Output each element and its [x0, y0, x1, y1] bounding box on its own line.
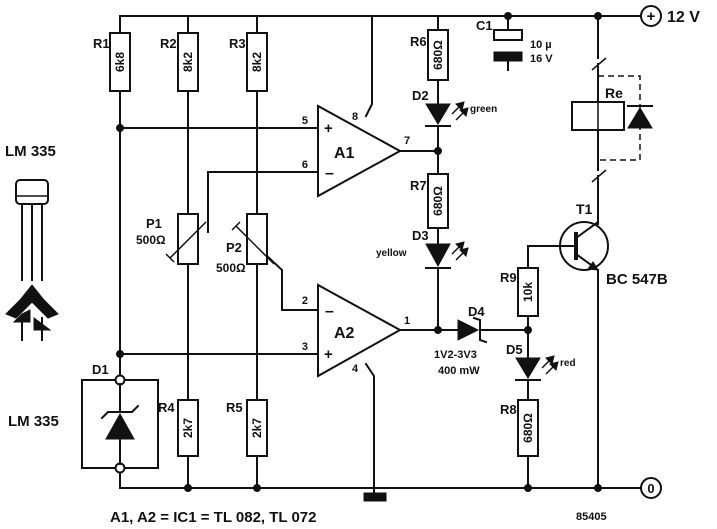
d1-sensor[interactable]: D1: [81, 362, 159, 474]
r6-value: 680Ω: [431, 40, 445, 70]
r3-resistor[interactable]: R3 8k2: [229, 32, 268, 92]
r1-ref: R1: [93, 36, 110, 51]
d4-ref: D4: [468, 304, 485, 319]
r9-ref: R9: [500, 270, 517, 285]
a2-minus: –: [325, 303, 334, 320]
d2-led[interactable]: D2 green: [412, 88, 497, 127]
r9-resistor[interactable]: R9 10k: [500, 267, 539, 317]
p1-potentiometer[interactable]: P1 500Ω: [136, 213, 207, 265]
c1-capacitor[interactable]: C1 10 µ 16 V: [476, 15, 553, 71]
p2-potentiometer[interactable]: P2 500Ω: [216, 213, 275, 275]
a2-pin-minus: 2: [302, 295, 308, 307]
relay-re[interactable]: Re: [571, 57, 625, 183]
a2-ref: A2: [334, 325, 355, 342]
t1-part: BC 547B: [606, 271, 668, 288]
r1-resistor[interactable]: R1 6k8: [93, 32, 131, 92]
r4-ref: R4: [158, 400, 175, 415]
r3-ref: R3: [229, 36, 246, 51]
supply-label: 12 V: [667, 9, 700, 26]
a1-pin-out: 7: [404, 135, 410, 147]
a2-pin-plus: 3: [302, 341, 308, 353]
r2-value: 8k2: [181, 52, 195, 72]
a2-pin-gnd: 4: [352, 363, 359, 375]
d2-color: green: [470, 104, 497, 115]
t1-transistor[interactable]: T1 BC 547B: [559, 201, 668, 288]
p2-value: 500Ω: [216, 261, 246, 275]
d3-led[interactable]: D3 yellow: [376, 228, 469, 269]
r8-value: 680Ω: [521, 413, 535, 443]
t1-ref: T1: [576, 201, 593, 217]
a1-minus: –: [325, 165, 334, 182]
d5-ref: D5: [506, 342, 523, 357]
relay-ref: Re: [605, 85, 623, 101]
d1-part-label: LM 335: [8, 413, 59, 430]
c1-value1: 10 µ: [530, 39, 552, 51]
footnote: A1, A2 = IC1 = TL 082, TL 072: [110, 509, 317, 526]
r5-resistor[interactable]: R5 2k7: [226, 399, 268, 457]
r4-resistor[interactable]: R4 2k7: [158, 399, 199, 457]
a1-pin-vcc: 8: [352, 111, 358, 123]
a1-pin-plus: 5: [302, 115, 308, 127]
ground-rail: [119, 467, 644, 489]
a1-plus: +: [324, 120, 333, 137]
r1-value: 6k8: [113, 52, 127, 72]
d4-value1: 1V2-3V3: [434, 349, 477, 361]
lm335-package-icon: LM 335: [5, 143, 59, 341]
p1-ref: P1: [146, 216, 162, 231]
d4-zener[interactable]: D4 1V2-3V3 400 mW: [434, 304, 488, 377]
r2-ref: R2: [160, 36, 177, 51]
opamp-a2[interactable]: – + A2 2 3 1 4: [302, 283, 410, 378]
r6-ref: R6: [410, 34, 427, 49]
figure-number: 85405: [576, 511, 607, 523]
d3-ref: D3: [412, 228, 429, 243]
d5-color: red: [560, 358, 576, 369]
d5-led[interactable]: D5 red: [506, 342, 576, 381]
ground-terminal[interactable]: 0: [640, 477, 662, 499]
flyback-diode[interactable]: [598, 75, 653, 161]
package-label: LM 335: [5, 143, 56, 160]
r7-ref: R7: [410, 178, 427, 193]
r8-ref: R8: [500, 402, 517, 417]
r7-value: 680Ω: [431, 186, 445, 216]
supply-terminal[interactable]: + 12 V: [640, 5, 700, 27]
r6-resistor[interactable]: R6 680Ω: [410, 29, 449, 81]
p2-ref: P2: [226, 240, 242, 255]
a1-ref: A1: [334, 145, 355, 162]
d2-ref: D2: [412, 88, 429, 103]
r5-ref: R5: [226, 400, 243, 415]
r2-resistor[interactable]: R2 8k2: [160, 32, 199, 92]
r9-value: 10k: [521, 282, 535, 302]
r3-value: 8k2: [250, 52, 264, 72]
a2-pin-out: 1: [404, 315, 410, 327]
d1-ref: D1: [92, 362, 109, 377]
c1-value2: 16 V: [530, 53, 553, 65]
plus-symbol: +: [647, 8, 656, 25]
c1-ref: C1: [476, 18, 493, 33]
r5-value: 2k7: [250, 418, 264, 438]
r7-resistor[interactable]: R7 680Ω: [410, 173, 449, 229]
r4-value: 2k7: [181, 418, 195, 438]
d3-color: yellow: [376, 248, 407, 259]
r8-resistor[interactable]: R8 680Ω: [500, 399, 539, 457]
a1-pin-minus: 6: [302, 159, 308, 171]
p1-value: 500Ω: [136, 233, 166, 247]
a2-plus: +: [324, 346, 333, 363]
d4-value2: 400 mW: [438, 365, 480, 377]
opamp-a1[interactable]: + – A1 5 6 7 8: [302, 104, 410, 198]
ground-label: 0: [647, 481, 654, 496]
